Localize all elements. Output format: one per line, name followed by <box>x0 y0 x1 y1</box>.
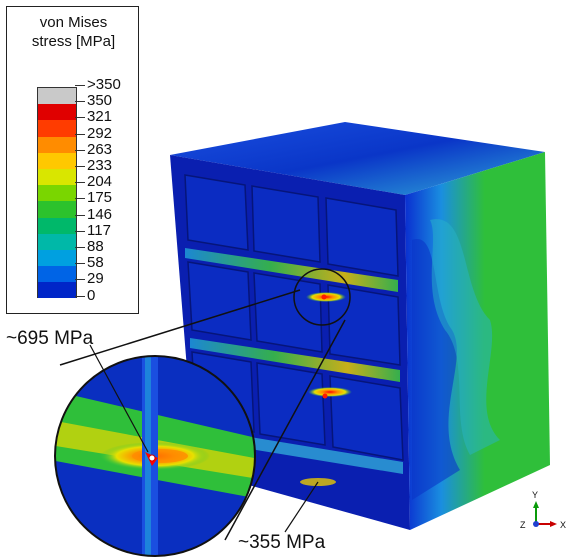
legend-tick-mark <box>75 198 85 200</box>
legend-tick-label: 204 <box>87 173 113 191</box>
cube-top-face <box>170 122 545 195</box>
legend-tick-label: 175 <box>87 189 113 207</box>
axis-x-label: X <box>560 520 567 530</box>
legend-tick-label: 58 <box>87 254 104 272</box>
legend-swatch <box>38 249 76 267</box>
legend-tick-mark <box>75 133 85 135</box>
legend-swatch <box>38 266 76 283</box>
legend-tick-label: 146 <box>87 205 113 223</box>
axis-triad <box>533 501 557 527</box>
legend-tick-mark <box>75 182 85 184</box>
legend-swatch <box>38 104 76 121</box>
legend-swatch <box>38 201 76 218</box>
legend-tick-label: 117 <box>87 221 111 239</box>
legend-tick-mark <box>75 85 85 86</box>
legend-tick-mark <box>75 214 85 216</box>
legend-tick-label: 321 <box>87 108 113 126</box>
legend-tick-label: >350 <box>87 76 121 93</box>
zoom-connector-top <box>59 289 301 366</box>
legend-tick-mark <box>75 117 85 119</box>
axis-y-label: Y <box>532 490 539 500</box>
legend-tick-mark <box>75 279 85 281</box>
legend-tick-label: 233 <box>87 157 113 174</box>
legend-swatch <box>38 120 76 137</box>
legend-swatch <box>38 233 76 250</box>
legend-swatch <box>38 88 76 105</box>
legend-tick-label: 263 <box>87 140 113 158</box>
legend-tick-mark <box>75 263 85 265</box>
legend-tick-mark <box>75 101 85 103</box>
legend-swatch <box>38 217 76 234</box>
legend-swatch <box>38 168 76 186</box>
zoom-source-circle <box>293 268 351 326</box>
zoom-inset <box>55 356 255 556</box>
peak-pointer <box>89 344 149 453</box>
zoom-connector-bottom <box>224 319 346 541</box>
legend-tick-mark <box>75 247 85 248</box>
legend-tick-mark <box>75 295 85 297</box>
legend-tick-label: 88 <box>87 238 104 255</box>
legend-tick-mark <box>75 230 85 232</box>
peak-stress-callout: ~695 MPa <box>6 328 94 349</box>
legend-tick-label: 292 <box>87 124 113 142</box>
zoom-inset-border <box>54 355 256 557</box>
edge-pointer <box>284 481 319 533</box>
legend-tick-mark <box>75 149 85 151</box>
legend-swatch <box>38 152 76 169</box>
legend-tick-mark <box>75 166 85 167</box>
legend-swatch <box>38 185 76 202</box>
edge-stress-callout: ~355 MPa <box>238 532 326 553</box>
legend-tick-label: 0 <box>87 286 96 304</box>
legend-tick-label: 29 <box>87 270 104 288</box>
legend-title: von Mises stress [MPa] <box>31 14 116 50</box>
legend-swatch <box>38 136 76 153</box>
legend-tick-label: 350 <box>87 92 113 110</box>
legend-swatch <box>38 282 76 299</box>
shelf-lower <box>190 338 400 382</box>
axis-z-label: Z <box>520 520 526 530</box>
legend-color-bar <box>37 87 77 299</box>
